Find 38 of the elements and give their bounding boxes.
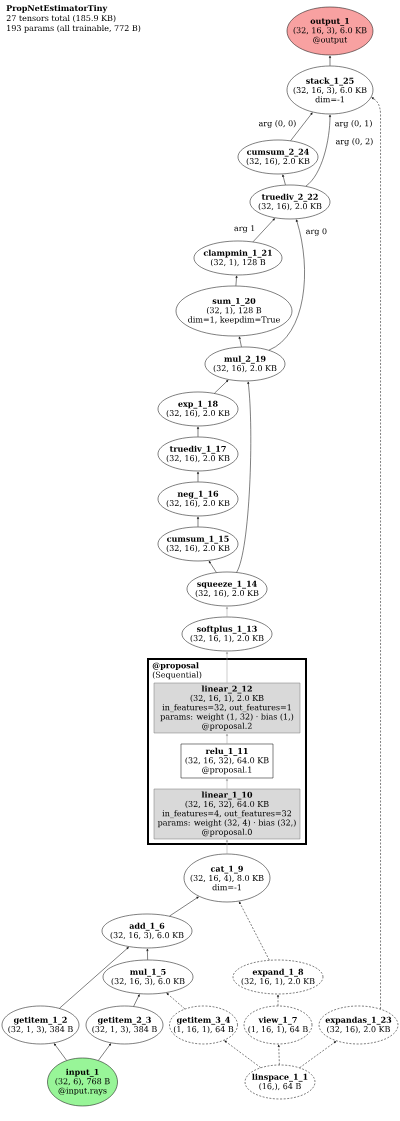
arrow — [290, 112, 313, 141]
arrow — [282, 174, 286, 186]
diagram-title: PropNetEstimatorTiny — [6, 4, 108, 13]
summary-text: 193 params (all trainable, 772 B) — [7, 24, 141, 33]
arrow — [166, 993, 186, 1010]
edge-label: arg 0 — [305, 227, 328, 237]
arrow — [238, 336, 242, 348]
summary-text: 27 tensors total (185.9 KB) — [6, 14, 116, 23]
arrow — [169, 896, 199, 917]
edge-label: arg (0, 1) — [334, 119, 373, 129]
arrow — [133, 994, 140, 1007]
arrow — [299, 1041, 337, 1068]
arrow — [235, 275, 238, 286]
arrow — [54, 1043, 67, 1061]
edge-label: arg (0, 2) — [335, 137, 374, 147]
layer-box: relu_1_11 (32, 16, 32), 64.0 KB @proposal.1 — [180, 743, 274, 779]
arrow — [236, 381, 252, 573]
arrow — [252, 218, 275, 242]
arrow — [224, 1040, 261, 1068]
arrow — [208, 560, 217, 573]
layer-box: linear_1_10 (32, 16, 32), 64.0 KB in_features=4, out_features=32 params: weight (32, 4) · bias (32,) @proposal.0 — [153, 788, 301, 840]
arrow — [197, 471, 199, 482]
arrow — [268, 219, 305, 351]
arrow — [371, 97, 381, 1010]
arrow — [305, 114, 331, 187]
arrow — [98, 1043, 111, 1061]
arrow — [277, 1044, 280, 1065]
layer-box: linear_2_12 (32, 16, 1), 2.0 KB in_features=32, out_features=1 params: weight (1, 32) · bias (1,) @proposal.2 — [153, 682, 301, 734]
arrow — [277, 994, 279, 1006]
arrow — [197, 516, 199, 527]
arrow — [146, 948, 149, 960]
arrow — [214, 379, 229, 394]
arrow — [239, 901, 270, 961]
edge-label: arg 1 — [233, 224, 256, 234]
arrow — [197, 426, 199, 437]
edge-label: arg (0, 0) — [258, 119, 297, 129]
arrow — [329, 55, 331, 66]
arrow — [59, 947, 129, 1009]
